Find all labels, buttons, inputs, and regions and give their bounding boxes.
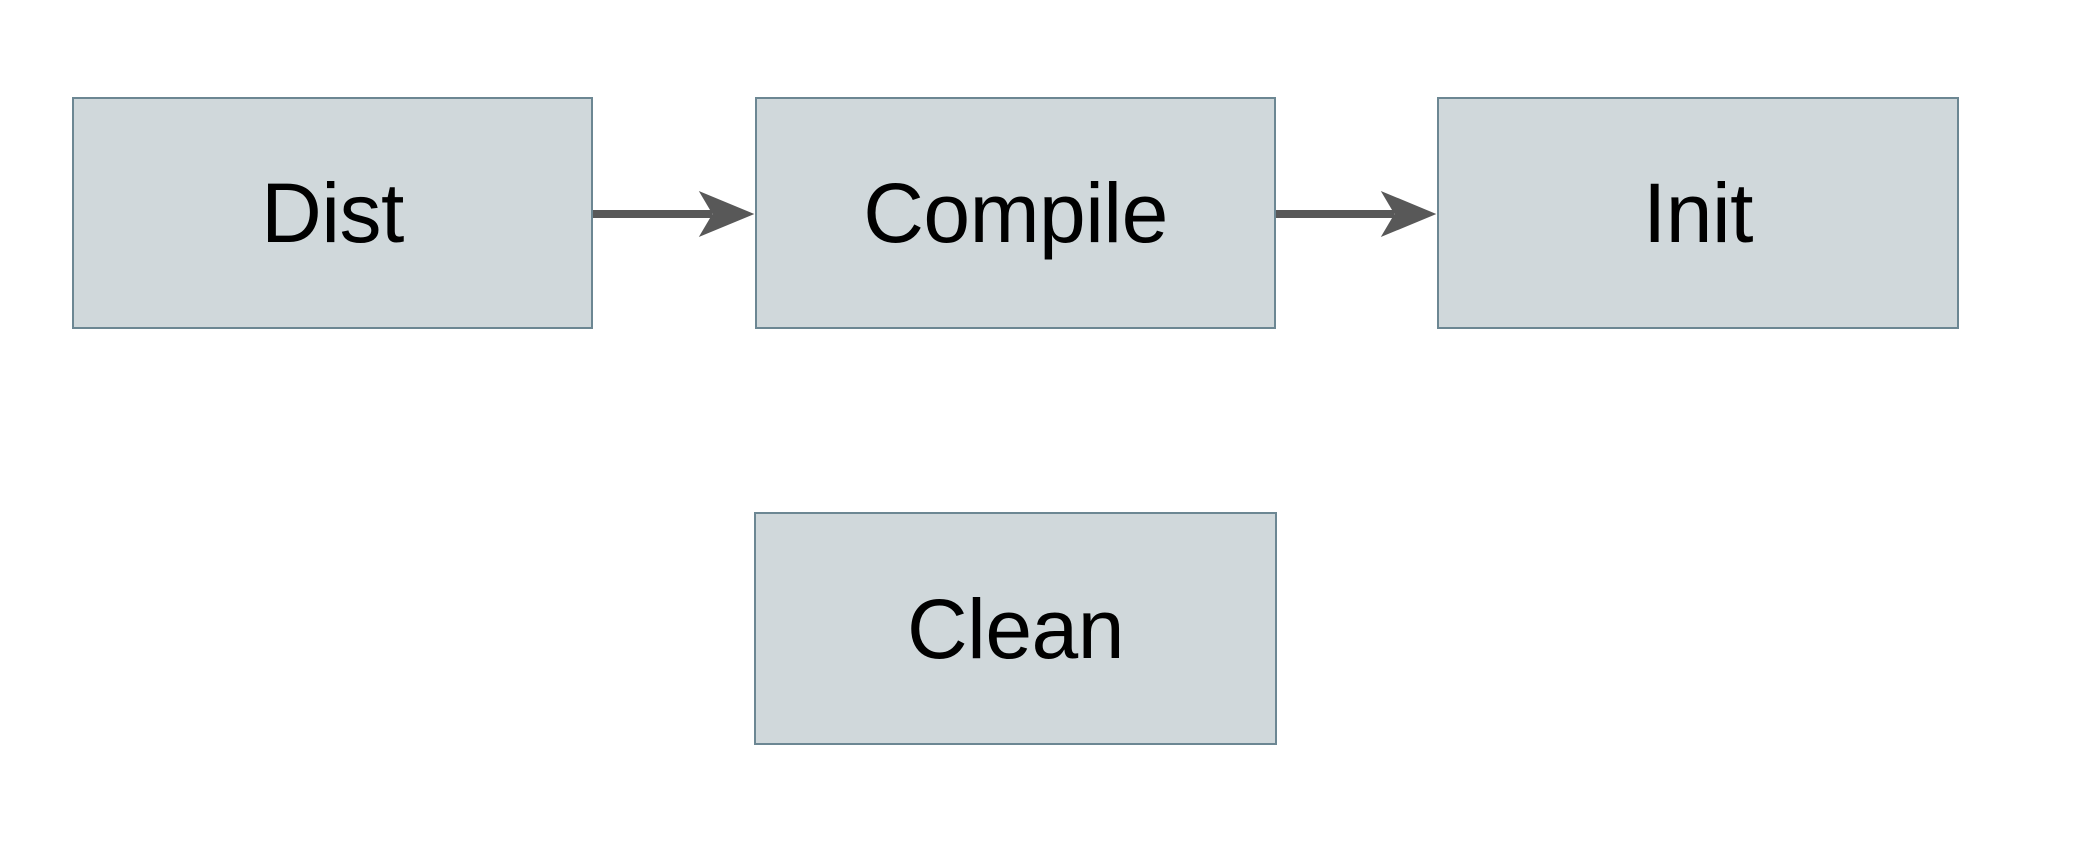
node-clean[interactable]: Clean <box>754 512 1277 745</box>
node-dist-label: Dist <box>261 166 404 260</box>
arrowhead-icon <box>1380 190 1437 238</box>
node-init-label: Init <box>1642 166 1754 260</box>
edge-compile-to-init[interactable] <box>1276 190 1437 238</box>
node-compile[interactable]: Compile <box>755 97 1276 329</box>
node-init[interactable]: Init <box>1437 97 1959 329</box>
edge-dist-to-compile[interactable] <box>593 190 755 238</box>
node-compile-label: Compile <box>863 166 1168 260</box>
node-dist[interactable]: Dist <box>72 97 593 329</box>
node-clean-label: Clean <box>907 581 1124 676</box>
arrowhead-icon <box>698 190 755 238</box>
